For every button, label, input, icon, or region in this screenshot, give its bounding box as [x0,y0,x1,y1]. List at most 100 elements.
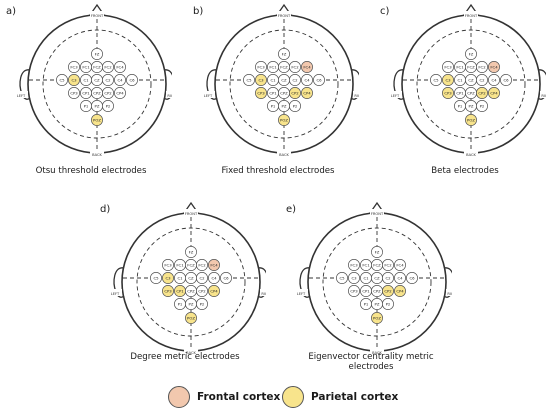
left-label: LEFT [111,292,120,296]
eeg-head-map: FRONTLEFTRIGHTBACKFZFC3FC1FCZFC2FC4C5C3C… [388,3,546,157]
electrode-label-fc1: FC1 [456,64,464,69]
electrode-label-c4: C4 [397,275,403,280]
eeg-head-map: FRONTLEFTRIGHTBACKFZFC3FC1FCZFC2FC4C5C3C… [108,201,266,355]
electrode-label-pz: PZ [469,103,474,108]
electrode-label-cp2: CP2 [478,90,486,95]
electrode-label-cp3: CP3 [70,90,78,95]
electrode-label-p2: P2 [106,103,111,108]
electrode-label-cp1: CP1 [456,90,464,95]
electrode-label-pz: PZ [282,103,287,108]
right-ear [537,69,546,100]
electrode-label-cp2: CP2 [104,90,112,95]
electrode-label-c5: C5 [246,77,252,82]
electrode-cp2 [289,87,301,99]
electrode-label-cz: CZ [94,77,100,82]
electrode-c2 [289,74,301,86]
electrode-label-c4: C4 [211,275,217,280]
panel-letter: c) [380,6,390,17]
electrode-label-c1: C1 [177,275,183,280]
head-panel-5: e)FRONTLEFTRIGHTBACKFZFC3FC1FCZFC2FC4C5C… [286,200,456,360]
right-label-bg [540,91,546,98]
electrode-label-c2: C2 [199,275,205,280]
left-label-bg [201,91,215,98]
left-label: LEFT [391,94,400,98]
electrode-fc3 [255,61,267,73]
back-label-bg [184,348,198,355]
right-ear [443,267,452,298]
electrode-c2 [102,74,114,86]
electrode-label-fc4: FC4 [303,64,311,69]
electrode-label-c3: C3 [165,275,171,280]
head-panel-3: c)FRONTLEFTRIGHTBACKFZFC3FC1FCZFC2FC4C5C… [380,2,550,162]
electrode-label-fc3: FC3 [350,262,358,267]
electrode-label-c6: C6 [503,77,509,82]
electrode-cp3 [68,87,80,99]
electrode-cp3 [348,285,360,297]
electrode-label-cpz: CPZ [93,90,101,95]
electrode-label-c2: C2 [385,275,391,280]
head-panel-1: a)FRONTLEFTRIGHTBACKFZFC3FC1FCZFC2FC4C5C… [6,2,176,162]
electrode-label-c5: C5 [153,275,159,280]
panel-caption: Otsu threshold electrodes [35,166,147,176]
electrode-label-c5: C5 [59,77,65,82]
legend-frontal-swatch [168,386,190,408]
electrode-label-cpz: CPZ [280,90,288,95]
electrode-label-cz: CZ [374,275,380,280]
electrode-fc4 [394,259,406,271]
electrode-label-c6: C6 [316,77,322,82]
electrode-label-p1: P1 [178,301,183,306]
right-label: RIGHT [447,292,452,296]
electrode-label-cp3: CP3 [444,90,452,95]
electrode-c2 [196,272,208,284]
electrode-label-poz: POZ [93,117,101,122]
electrode-label-fcz: FCZ [467,64,475,69]
left-label-bg [294,289,308,296]
back-label-bg [464,150,478,157]
electrode-cp4 [208,285,220,297]
electrode-label-pz: PZ [189,301,194,306]
electrode-label-c4: C4 [304,77,310,82]
legend-parietal-swatch [282,386,304,408]
electrode-fc4 [301,61,313,73]
right-ear [163,69,172,100]
front-label: FRONT [185,212,198,216]
left-label: LEFT [297,292,306,296]
right-label-bg [260,289,266,296]
electrode-cp2 [196,285,208,297]
electrode-c5 [336,272,348,284]
electrode-label-c6: C6 [409,275,415,280]
front-label: FRONT [371,212,384,216]
electrode-label-poz: POZ [280,117,288,122]
electrode-label-fc2: FC2 [384,262,392,267]
electrode-poz [371,312,383,324]
right-label-bg [166,91,172,98]
electrode-c5 [430,74,442,86]
electrode-label-cp2: CP2 [384,288,392,293]
electrode-label-cp2: CP2 [198,288,206,293]
front-label: FRONT [465,14,478,18]
left-label-bg [14,91,28,98]
electrode-c6 [406,272,418,284]
legend-frontal: Frontal cortex [168,386,280,408]
electrode-cp2 [382,285,394,297]
electrode-label-fc1: FC1 [362,262,370,267]
electrode-poz [278,114,290,126]
electrode-label-fc4: FC4 [116,64,124,69]
front-label-bg [464,11,478,18]
electrode-label-cpz: CPZ [373,288,381,293]
electrode-c3 [68,74,80,86]
electrode-label-cpz: CPZ [187,288,195,293]
electrode-label-cz: CZ [468,77,474,82]
electrode-c2 [382,272,394,284]
electrode-cp2 [102,87,114,99]
electrode-label-fcz: FCZ [187,262,195,267]
legend-frontal-label: Frontal cortex [197,391,281,403]
panel-letter: a) [6,6,17,17]
electrode-label-p1: P1 [458,103,463,108]
back-label: BACK [466,153,476,157]
electrode-fc3 [348,259,360,271]
electrode-label-p1: P1 [364,301,369,306]
panel-caption: Beta electrodes [431,166,499,176]
electrode-cp3 [442,87,454,99]
electrode-label-fcz: FCZ [93,64,101,69]
